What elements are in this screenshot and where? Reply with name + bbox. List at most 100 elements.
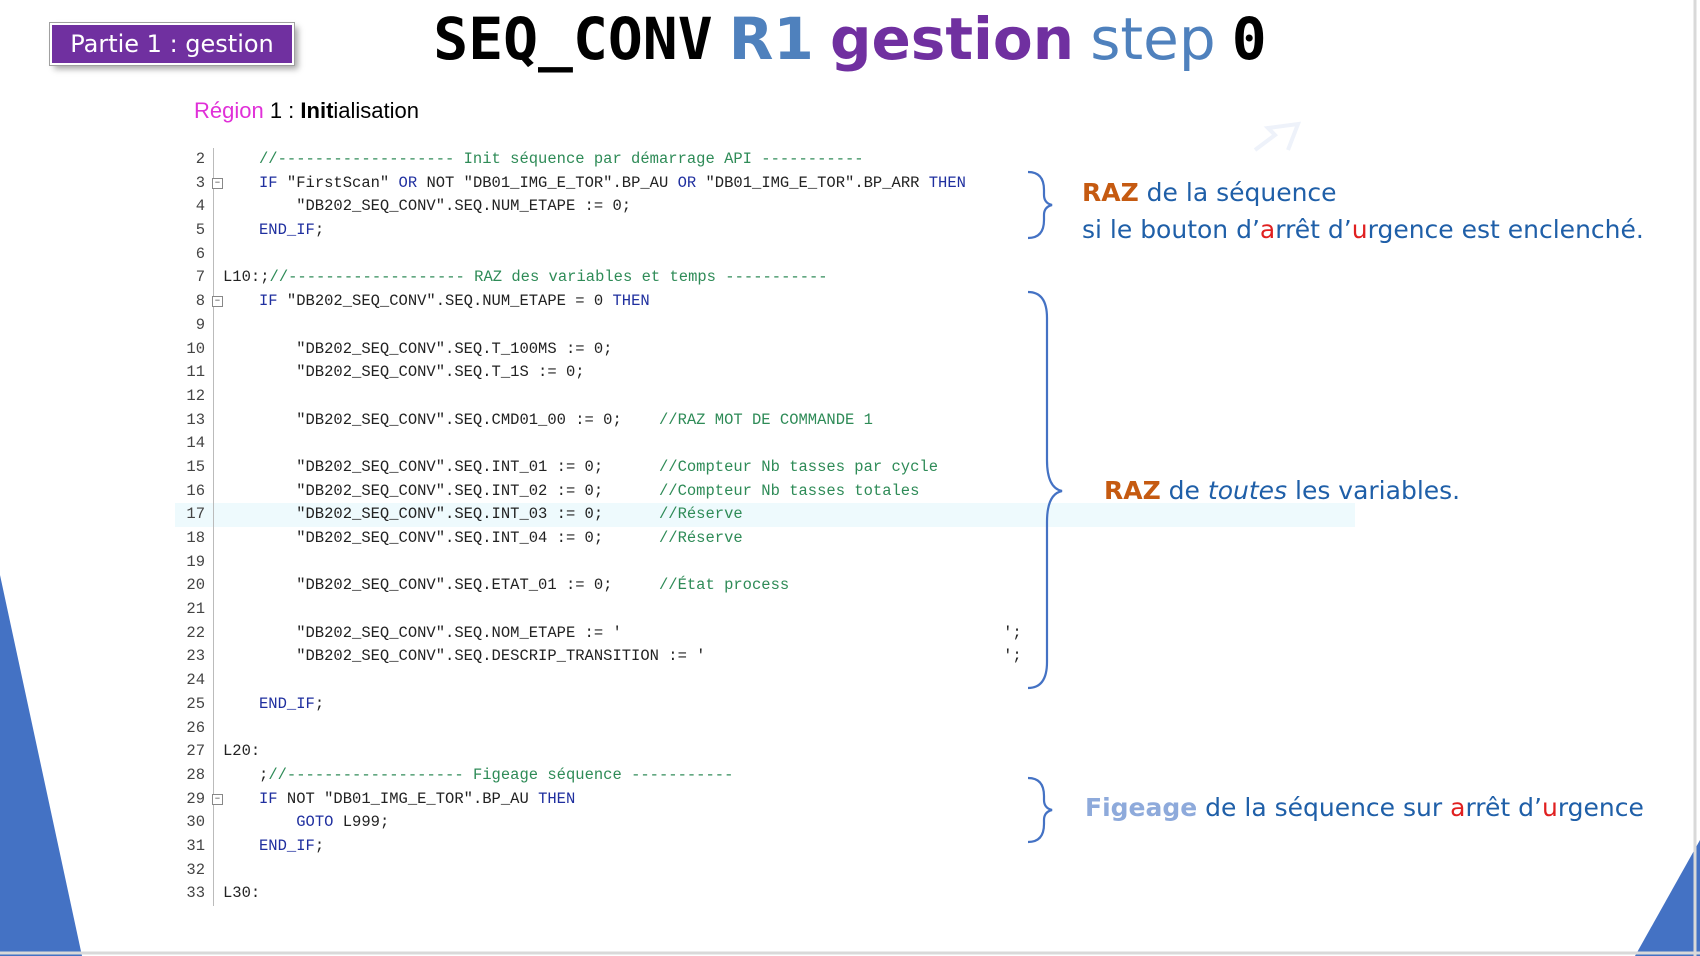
line-number: 11 [186,363,205,382]
gutter-line [213,266,214,291]
fold-toggle-icon[interactable]: − [212,793,223,805]
code-line[interactable]: 20 "DB202_SEQ_CONV".SEQ.ETAT_01 := 0; //… [175,574,1355,599]
code-line[interactable]: 2//------------------- Init séquence par… [175,148,1355,172]
code-text: IF "DB202_SEQ_CONV".SEQ.NUM_ETAPE = 0 TH… [259,292,650,311]
annotation-text: les variables. [1287,476,1461,505]
gutter-line [213,858,214,883]
code-line[interactable]: 15 "DB202_SEQ_CONV".SEQ.INT_01 := 0; //C… [175,455,1355,480]
code-line[interactable]: 18 "DB202_SEQ_CONV".SEQ.INT_04 := 0; //R… [175,527,1355,551]
code-line[interactable]: 28;//------------------- Figeage séquenc… [175,763,1355,788]
code-text: L20: [223,742,261,761]
line-number: 20 [186,576,205,595]
fold-toggle-icon[interactable]: − [212,177,223,189]
gutter-line [213,882,214,906]
region-rest: ialisation [333,98,420,123]
gutter-line [213,645,214,670]
code-line[interactable]: 14 [175,432,1355,456]
code-text: IF "FirstScan" OR NOT "DB01_IMG_E_TOR".B… [259,173,966,192]
gutter-line [213,527,214,551]
line-number: 3 [195,173,205,192]
code-text: "DB202_SEQ_CONV".SEQ.INT_03 := 0; //Rése… [259,505,743,524]
title-part-r1: R1 [728,5,814,73]
code-line[interactable]: 6 [175,242,1355,267]
title-part-gestion: gestion [829,5,1075,73]
gutter-line [213,195,214,220]
gutter-line [213,574,214,599]
gutter-line [213,621,214,646]
fold-toggle-icon[interactable]: − [212,296,223,308]
gutter-line [213,313,214,338]
line-number: 9 [195,315,205,334]
code-line[interactable]: 16 "DB202_SEQ_CONV".SEQ.INT_02 := 0; //C… [175,479,1355,504]
code-line[interactable]: 24 [175,669,1355,693]
annotation-raz-sequence: RAZ de la séquence si le bouton d’arrêt … [1082,174,1644,248]
line-number: 26 [186,718,205,737]
gutter-line [213,242,214,267]
line-number: 4 [195,197,205,216]
code-text: END_IF; [259,221,325,240]
region-word: Région [194,98,264,123]
gutter-line [213,692,214,717]
code-text: //------------------- Init séquence par … [259,150,864,168]
code-line[interactable]: 3− IF "FirstScan" OR NOT "DB01_IMG_E_TOR"… [175,171,1355,196]
annotation-text: rrêt d’ [1465,793,1542,822]
code-line[interactable]: 21 [175,598,1355,622]
gutter-line [213,669,214,693]
code-line[interactable]: 9 [175,313,1355,338]
code-text: "DB202_SEQ_CONV".SEQ.INT_01 := 0; //Comp… [259,457,939,476]
code-text: L30: [223,884,261,903]
line-number: 25 [186,694,205,713]
right-triangle-decoration [1635,840,1700,956]
code-line[interactable]: 10 "DB202_SEQ_CONV".SEQ.T_100MS := 0; [175,337,1355,362]
code-editor[interactable]: 2//------------------- Init séquence par… [175,148,1355,906]
annotation-text: rgence [1557,793,1644,822]
line-number: 8 [195,292,205,311]
gutter-line [213,384,214,409]
line-number: 16 [186,481,205,500]
region-bold: Init [300,98,334,123]
brace-raz [1027,290,1063,690]
annotation-highlight: a [1259,215,1276,244]
code-line[interactable]: 19 [175,550,1355,575]
code-text: "DB202_SEQ_CONV".SEQ.T_100MS := 0; [259,339,613,358]
gutter-line [213,479,214,504]
code-line[interactable]: 27 L20: [175,740,1355,764]
brace-init [1027,170,1053,240]
code-line[interactable]: 17 "DB202_SEQ_CONV".SEQ.INT_03 := 0; //R… [175,503,1355,527]
code-line[interactable]: 30 GOTO L999; [175,811,1355,835]
gutter-line [213,740,214,764]
code-line[interactable]: 11 "DB202_SEQ_CONV".SEQ.T_1S := 0; [175,361,1355,385]
title-part-step: step [1090,5,1216,73]
gutter-line [213,455,214,480]
code-line[interactable]: 12 [175,384,1355,409]
line-number: 27 [186,742,205,761]
code-line[interactable]: 32 [175,858,1355,883]
code-line[interactable]: 22 "DB202_SEQ_CONV".SEQ.NOM_ETAPE := ' '… [175,621,1355,646]
code-line[interactable]: 29−IF NOT "DB01_IMG_E_TOR".BP_AU THEN [175,787,1355,812]
annotation-text: de la séquence [1138,178,1337,207]
code-line[interactable]: 8− IF "DB202_SEQ_CONV".SEQ.NUM_ETAPE = 0 … [175,290,1355,314]
title-part-number: 0 [1231,5,1267,73]
line-number: 15 [186,457,205,476]
annotation-text: de [1160,476,1208,505]
title-part-seqconv: SEQ_CONV [433,5,713,73]
code-line[interactable]: 23 "DB202_SEQ_CONV".SEQ.DESCRIP_TRANSITI… [175,645,1355,670]
code-line[interactable]: 4 "DB202_SEQ_CONV".SEQ.NUM_ETAPE := 0; [175,195,1355,220]
gutter-line [213,834,214,859]
gutter-line [213,219,214,243]
faint-arrow-decoration [1253,121,1302,152]
gutter-line [213,408,214,433]
code-line[interactable]: 13 "DB202_SEQ_CONV".SEQ.CMD01_00 := 0; /… [175,408,1355,433]
code-text: "DB202_SEQ_CONV".SEQ.INT_04 := 0; //Rése… [259,529,743,547]
gutter-line [213,811,214,835]
code-line[interactable]: 26 [175,716,1355,741]
line-number: 21 [186,600,205,619]
code-text: L10:;//------------------- RAZ des varia… [223,268,828,287]
gutter-line [213,148,214,172]
